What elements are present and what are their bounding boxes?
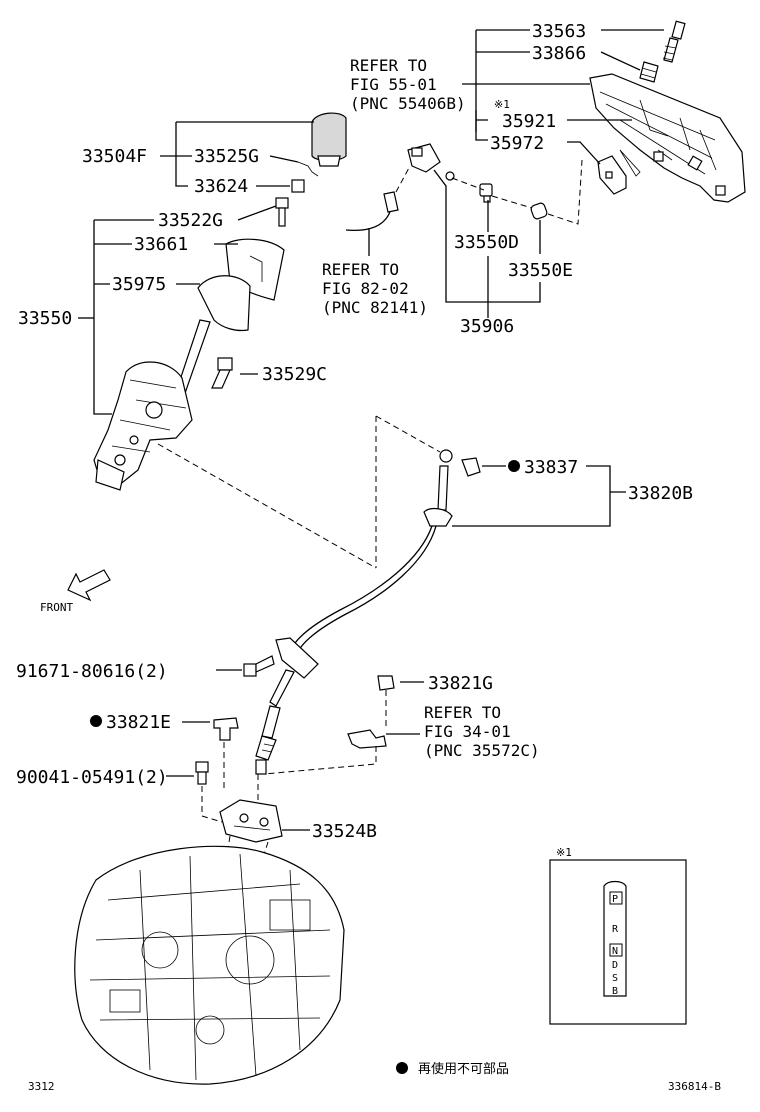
ref1-line2: FIG 55-01 [350,75,437,94]
part-label-33550E: 33550E [508,260,573,281]
plate-35921-drawing [619,149,641,177]
ref2-line3: (PNC 82141) [322,298,428,317]
bushing-33624-drawing [291,179,305,193]
shift-knob-drawing [311,112,347,167]
part-label-33661: 33661 [134,234,188,255]
bracket-33524B-drawing [219,799,283,843]
gate-b: B [612,986,618,997]
footer-left-code: 3312 [28,1080,55,1093]
sensor-35972-drawing [597,155,627,195]
ref3-line3: (PNC 35572C) [424,741,540,760]
legend-bullet-icon [396,1062,408,1074]
gate-r: R [612,924,619,935]
gate-d: D [612,960,618,971]
part-label-33624: 33624 [194,176,248,197]
ref2-line1: REFER TO [322,260,399,279]
inset-mark: ※1 [556,846,572,859]
part-label-35921: 35921 [502,111,556,132]
bulb-33550E-drawing [530,202,548,220]
ref1-line3: (PNC 55406B) [350,94,466,113]
bolt-91671-drawing [243,655,275,677]
part-label-33524B: 33524B [312,821,377,842]
spring-33866-drawing [639,61,659,83]
transmission-drawing [74,845,345,1085]
part-label-33504F: 33504F [82,146,147,167]
retainer-33837-drawing [461,457,481,477]
footer-right-code: 336814-B [668,1080,721,1093]
part-label-33529C: 33529C [262,364,327,385]
clip-33525G-drawing [297,161,319,177]
legend-text: 再使用不可部品 [418,1061,509,1077]
bulb-33550D-drawing [479,183,493,203]
part-label-33837: 33837 [524,457,578,478]
cable-33820B-drawing [255,449,453,775]
part-label-33821E: 33821E [106,712,171,733]
screw-33563-drawing [662,20,686,63]
part-label-33550: 33550 [18,308,72,329]
front-label: FRONT [40,601,73,614]
ref1-line1: REFER TO [350,56,427,75]
part-label-33525G: 33525G [194,146,259,167]
cover-35975-drawing [197,275,251,332]
part-label-35972: 35972 [490,133,544,154]
gate-n: N [612,946,618,957]
pin-33522G-drawing [275,197,289,227]
note-mark-1: ※1 [494,98,510,111]
part-label-90041: 90041-05491(2) [16,767,168,788]
part-label-91671: 91671-80616(2) [16,661,168,682]
nut-33821G-drawing [377,675,395,691]
front-arrow-icon [67,569,111,602]
gate-plate-drawing [603,880,627,997]
ref2-line2: FIG 82-02 [322,279,409,298]
gate-s: S [612,973,618,984]
ref3-line2: FIG 34-01 [424,722,511,741]
connector-drawing [345,143,455,232]
indicator-housing-drawing [589,73,746,203]
part-label-33550D: 33550D [454,232,519,253]
part-label-35906: 35906 [460,316,514,337]
clip-33821E-drawing [213,717,239,741]
part-label-33522G: 33522G [158,210,223,231]
bolt-90041-drawing [195,761,209,785]
part-label-33563: 33563 [532,21,586,42]
part-label-33866: 33866 [532,43,586,64]
lever-assembly-drawing [93,319,211,491]
part-label-33820B: 33820B [628,483,693,504]
bracket-drawing [347,729,387,749]
part-label-33821G: 33821G [428,673,493,694]
gate-p: P [612,894,618,905]
bolt-33529C-drawing [211,357,233,389]
non-reusable-mark-icon [508,460,520,472]
non-reusable-mark-icon [90,715,102,727]
ref3-line1: REFER TO [424,703,501,722]
part-label-35975: 35975 [112,274,166,295]
